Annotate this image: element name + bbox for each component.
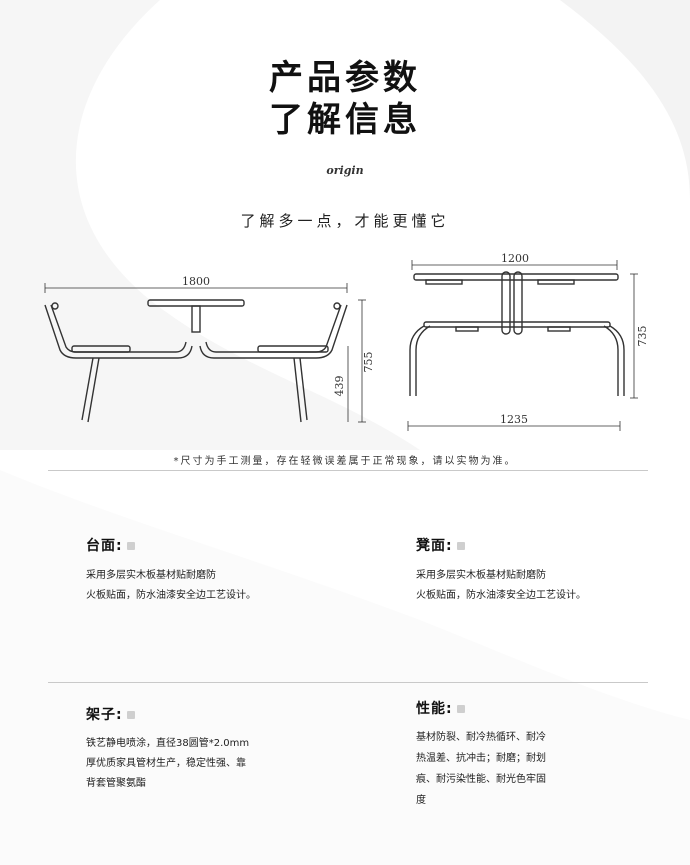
dimension-drawing: 1800 755 439 1200 735 1235 [44,252,649,431]
spec-title-frame: 架子: [86,704,135,724]
side-top-width-label: 1200 [501,252,529,265]
measurement-note: *尺寸为手工测量，存在轻微误差属于正常现象，请以实物为准。 [173,456,517,467]
spec-body-frame: 铁艺静电喷涂，直径38圆管*2.0mm 厚优质家具管材生产，稳定性强、靠 背套管… [86,738,250,789]
side-height-label: 735 [636,326,649,347]
divider-middle [48,682,648,683]
spec-body-stool: 采用多层实木板基材贴耐磨防 火板贴面，防水油漆安全边工艺设计。 [416,570,586,601]
page-title-line1: 产品参数 [269,58,421,98]
origin-label: origin [326,164,364,177]
front-width-label: 1800 [182,275,210,288]
spec-title-stool: 凳面: [416,535,465,555]
section-subtitle: 了解多一点，才能更懂它 [240,212,450,230]
seat-height-label: 439 [333,376,346,397]
spec-body-performance: 基材防裂、耐冷热循环、耐冷 热温差、抗冲击；耐磨；耐划 痕、耐污染性能、耐光色牢… [416,732,546,806]
spec-body-tabletop: 采用多层实木板基材贴耐磨防 火板贴面，防水油漆安全边工艺设计。 [86,570,256,601]
side-base-width-label: 1235 [500,413,528,426]
front-height-label: 755 [362,352,375,373]
front-view-drawing [44,283,366,423]
divider-top [48,470,648,471]
side-view-drawing [407,260,638,431]
page-title-line2: 了解信息 [269,100,421,140]
spec-title-tabletop: 台面: [86,535,135,555]
spec-title-performance: 性能: [416,698,465,718]
